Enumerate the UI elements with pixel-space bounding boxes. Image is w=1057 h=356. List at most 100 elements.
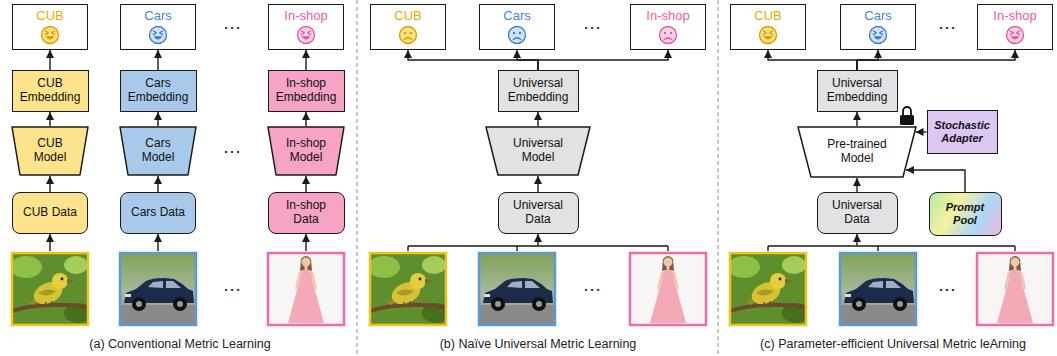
ellipsis: ⋯ xyxy=(223,16,241,38)
ellipsis: ⋯ xyxy=(583,278,601,300)
dress-photo xyxy=(630,253,706,325)
embedding-box: Cars Embedding xyxy=(120,70,197,112)
model-trapezoid: CUB Model xyxy=(11,126,89,176)
connector-arrow xyxy=(49,112,50,126)
happy-face-icon xyxy=(868,25,888,45)
result-box: Cars xyxy=(479,4,555,50)
data-box: Cars Data xyxy=(120,192,196,234)
result-box: CUB xyxy=(730,4,806,50)
sad-face-icon xyxy=(658,25,678,45)
photo-frame xyxy=(370,253,446,325)
panel-caption: (b) Naïve Universal Metric Learning xyxy=(440,337,637,351)
dress-photo xyxy=(268,253,344,325)
box-label: Universal Embedding xyxy=(824,77,891,105)
box-label: Universal Model xyxy=(503,137,573,165)
box-label: CUB Model xyxy=(25,137,75,165)
data-box: CUB Data xyxy=(12,192,88,234)
connector-arrow xyxy=(305,50,306,70)
model-trapezoid: Pre-trained Model xyxy=(797,126,917,178)
ellipsis: ⋯ xyxy=(938,278,956,300)
result-box: Cars xyxy=(120,4,196,50)
result-box: In-shop xyxy=(630,4,706,50)
ellipsis: ⋯ xyxy=(583,16,601,38)
connector-arrow xyxy=(408,50,538,70)
embedding-box: Universal Embedding xyxy=(817,70,898,112)
result-label: Cars xyxy=(144,9,171,24)
photo-frame xyxy=(268,253,344,325)
happy-face-icon xyxy=(296,25,316,45)
connector-arrow xyxy=(49,176,50,192)
connector-arrow xyxy=(538,50,668,70)
connector-arrow xyxy=(856,178,857,192)
dress-photo xyxy=(977,253,1053,325)
connector-arrow xyxy=(856,112,857,126)
result-label: CUB xyxy=(36,9,63,24)
model-trapezoid: In-shop Model xyxy=(267,126,345,176)
ellipsis: ⋯ xyxy=(938,16,956,38)
result-label: In-shop xyxy=(646,9,689,24)
lock-icon xyxy=(900,107,914,125)
prompt-pool-box: Prompt Pool xyxy=(929,192,1002,236)
box-label: Cars Data xyxy=(131,206,185,220)
photo-frame xyxy=(977,253,1053,325)
box-label: Prompt Pool xyxy=(936,201,995,226)
connector-arrow xyxy=(537,176,538,192)
result-box: Cars xyxy=(840,4,916,50)
happy-face-icon xyxy=(1005,25,1025,45)
connector-arrow xyxy=(857,50,1015,70)
connector-arrow xyxy=(537,112,538,126)
data-box: Universal Data xyxy=(498,192,579,234)
box-label: In-shop Model xyxy=(281,137,331,165)
connector-arrow xyxy=(906,170,965,192)
embedding-box: In-shop Embedding xyxy=(268,70,345,112)
panel-divider xyxy=(718,0,719,356)
photo-frame xyxy=(12,253,88,325)
photo-frame xyxy=(840,253,916,325)
result-label: In-shop xyxy=(284,9,327,24)
connector-arrow xyxy=(517,50,538,70)
photo-frame xyxy=(630,253,706,325)
panel-caption: (a) Conventional Metric Learning xyxy=(89,337,270,351)
result-box: In-shop xyxy=(268,4,344,50)
model-trapezoid: Cars Model xyxy=(119,126,197,176)
box-label: Pre-trained Model xyxy=(816,138,898,166)
bird-photo xyxy=(10,253,92,325)
bird-photo xyxy=(728,253,810,325)
input-wires xyxy=(50,234,1015,251)
result-label: CUB xyxy=(754,9,781,24)
connector-arrow xyxy=(157,176,158,192)
ellipsis: ⋯ xyxy=(223,278,241,300)
box-label: In-shop Embedding xyxy=(275,77,338,105)
connector-arrow xyxy=(768,50,857,70)
data-box: In-shop Data xyxy=(268,192,345,234)
box-label: In-shop Data xyxy=(275,199,338,227)
connector-arrow xyxy=(305,112,306,126)
result-label: Cars xyxy=(864,9,891,24)
model-trapezoid: Universal Model xyxy=(485,126,591,176)
panel-caption: (c) Parameter-efficient Universal Metric… xyxy=(760,337,1026,351)
connector-arrow xyxy=(157,112,158,126)
ellipsis: ⋯ xyxy=(223,140,241,162)
happy-face-icon xyxy=(758,25,778,45)
box-label: Cars Embedding xyxy=(127,77,190,105)
data-box: Universal Data xyxy=(817,192,898,234)
box-label: Stochastic Adapter xyxy=(934,119,991,144)
box-label: CUB Data xyxy=(23,206,77,220)
photo-frame xyxy=(479,253,555,325)
sad-face-icon xyxy=(507,25,527,45)
result-label: Cars xyxy=(503,9,530,24)
bird-photo xyxy=(368,253,450,325)
car-photo xyxy=(479,253,555,325)
happy-face-icon xyxy=(40,25,60,45)
embedding-box: CUB Embedding xyxy=(12,70,89,112)
connector-arrow xyxy=(916,131,927,132)
box-label: Cars Model xyxy=(133,137,183,165)
connector-arrow xyxy=(305,176,306,192)
box-label: CUB Embedding xyxy=(19,77,82,105)
adapter-box: Stochastic Adapter xyxy=(927,110,998,154)
connector-arrow xyxy=(49,50,50,70)
box-label: Universal Data xyxy=(824,199,891,227)
box-label: Universal Embedding xyxy=(505,77,572,105)
